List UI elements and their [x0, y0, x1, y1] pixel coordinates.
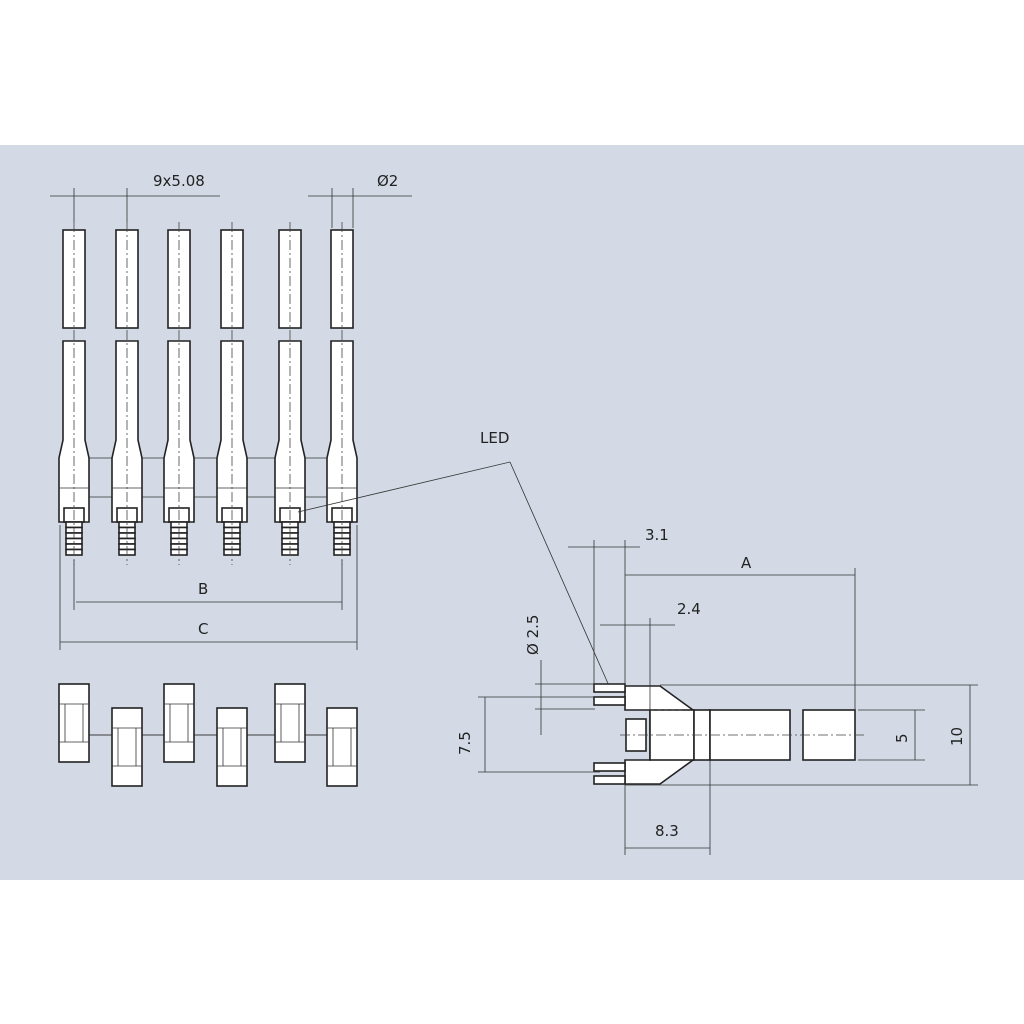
dim-c-label: C [198, 620, 208, 638]
front-view-pins [58, 222, 358, 565]
side-view-dimensions: 3.1 A 2.4 Ø 2.5 7.5 5 10 8.3 [456, 526, 978, 855]
bottom-pin-4 [216, 707, 248, 787]
dim-dia-2-5-label: Ø 2.5 [524, 615, 542, 655]
dim-2-4-label: 2.4 [677, 600, 701, 618]
thread-lower [593, 762, 626, 785]
dim-b-label: B [198, 580, 208, 598]
bottom-pin-6 [326, 707, 358, 787]
dimension-c: C [59, 525, 358, 650]
diameter-dimension: Ø2 [308, 172, 412, 228]
dim-a-label: A [741, 554, 752, 572]
pin-1 [58, 222, 90, 565]
pin-4 [216, 222, 248, 565]
pin-3 [163, 222, 195, 565]
led-label: LED [480, 429, 509, 447]
dim-8-3-label: 8.3 [655, 822, 679, 840]
bottom-view [58, 683, 358, 787]
side-view [593, 683, 865, 785]
pin-2 [111, 222, 143, 565]
dim-10-label: 10 [948, 727, 966, 746]
led-callout: LED [297, 429, 611, 689]
dim-3-1-label: 3.1 [645, 526, 669, 544]
dim-7-5-label: 7.5 [456, 731, 474, 755]
thread-upper [593, 683, 626, 706]
bottom-pin-2 [111, 707, 143, 787]
bottom-pin-1 [58, 683, 90, 763]
pitch-label: 9x5.08 [153, 172, 205, 190]
pin-6 [326, 222, 358, 565]
dimension-b: B [73, 560, 343, 610]
bottom-pin-5 [274, 683, 306, 763]
diameter-label: Ø2 [377, 172, 398, 190]
pitch-dimension: 9x5.08 [50, 172, 220, 222]
pin-5 [274, 222, 306, 565]
dim-5-label: 5 [893, 733, 911, 743]
bottom-pin-3 [163, 683, 195, 763]
